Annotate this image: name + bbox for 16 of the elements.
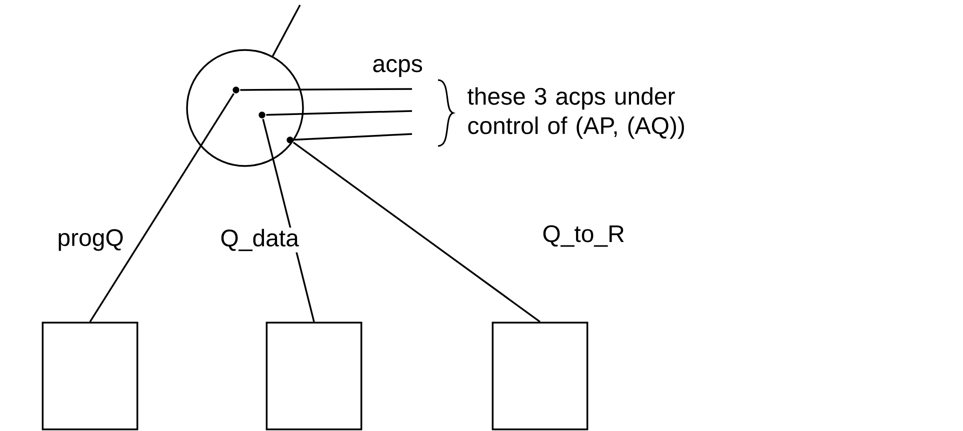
line [272,4,301,56]
edge-label: Q_to_R [540,224,626,248]
line [266,110,412,116]
line [240,88,412,91]
line-label: acps [373,59,422,77]
note: these 3 acps under control of (AP, (AQ)) [468,87,684,139]
edge-label: Q_data [218,228,300,252]
line [294,133,412,141]
line [262,118,315,322]
line [292,142,541,322]
edge-label: progQ [56,228,126,252]
box [492,322,588,430]
circle [186,49,304,167]
box [42,322,138,430]
line [89,93,234,322]
box [266,322,362,430]
